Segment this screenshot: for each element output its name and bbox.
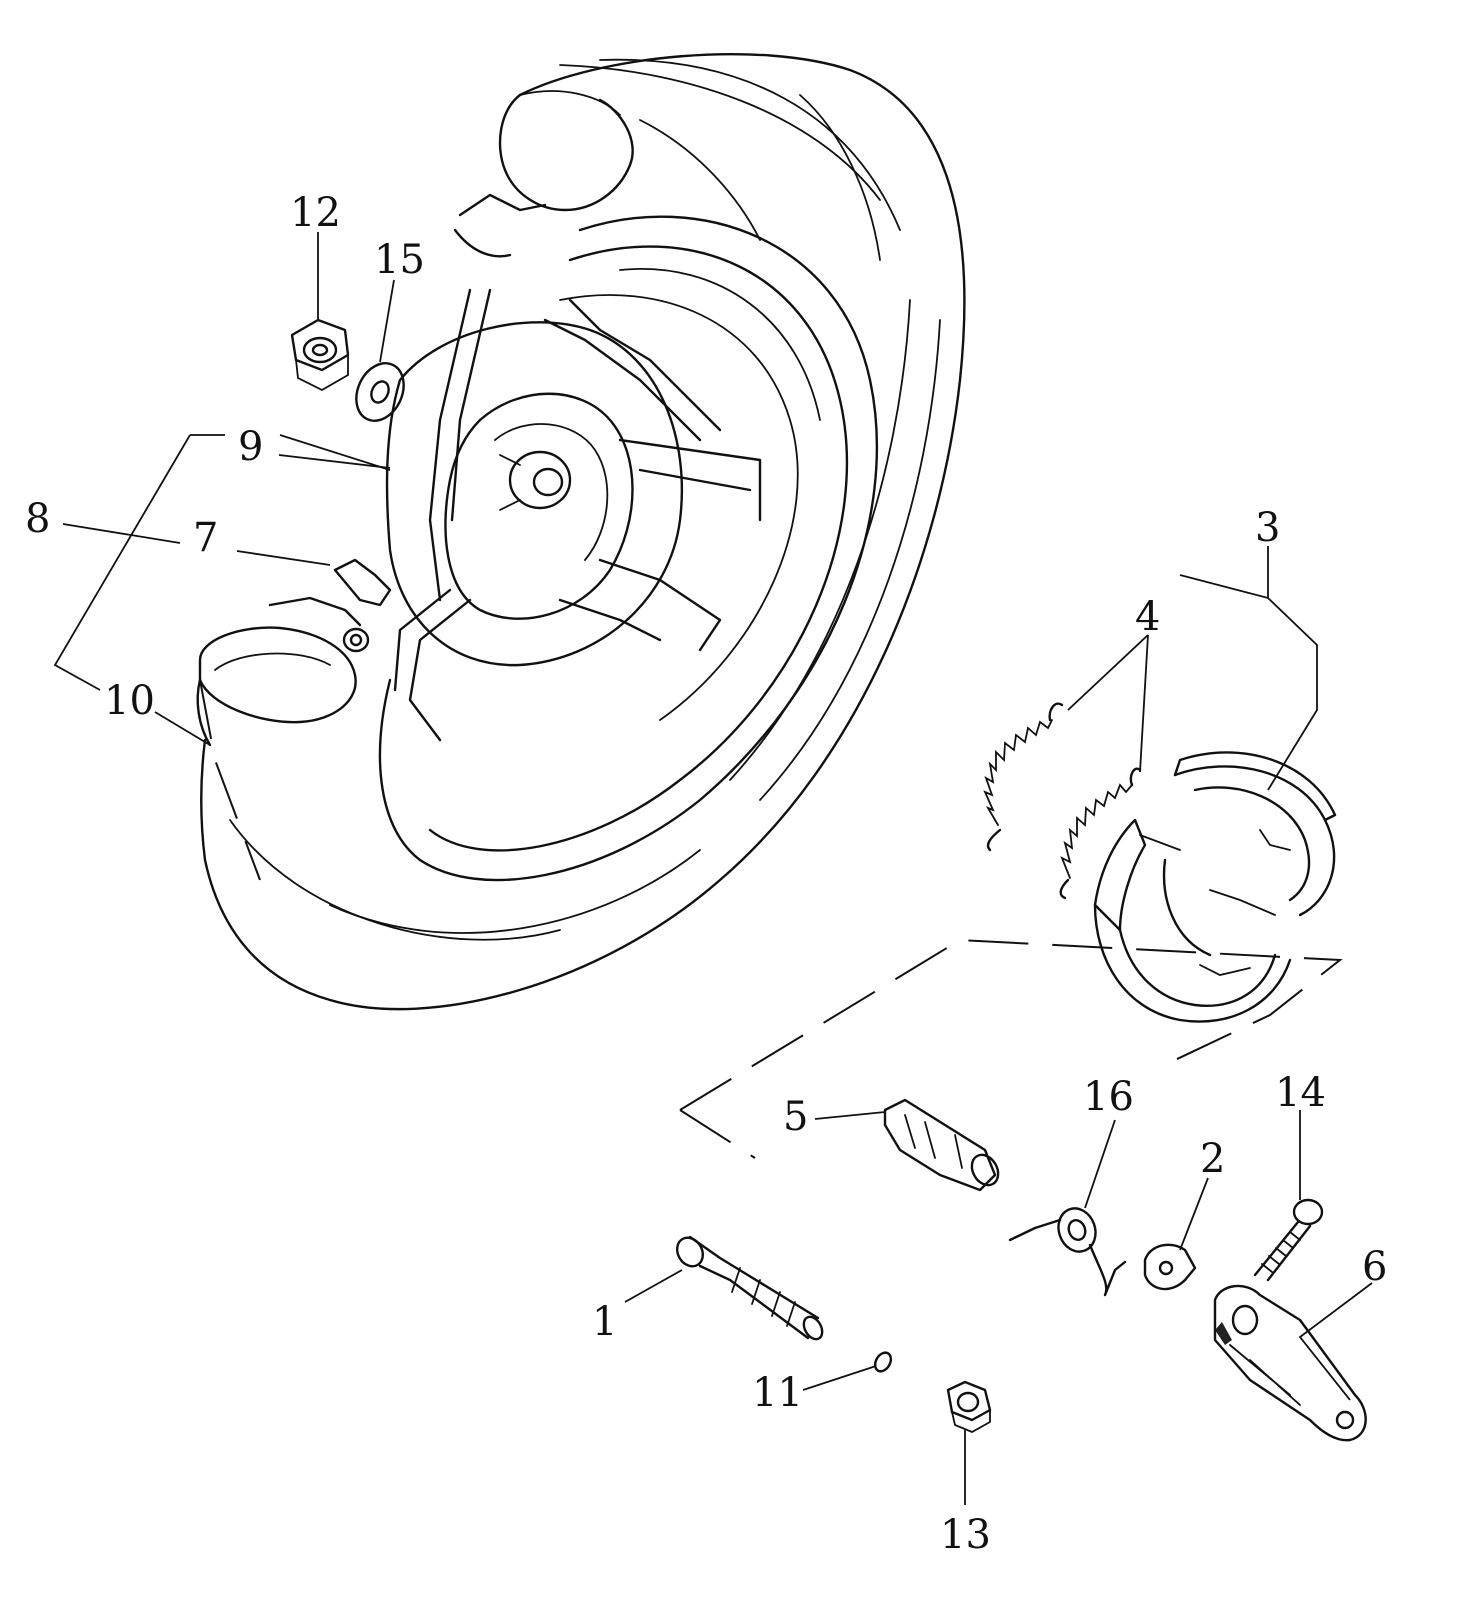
leader-lines xyxy=(53,232,1373,1505)
callout-5: 5 xyxy=(783,1094,808,1140)
springs-part xyxy=(983,702,1142,900)
callout-12: 12 xyxy=(290,190,341,236)
callout-2: 2 xyxy=(1200,1136,1225,1182)
brake-arm-part xyxy=(1213,1284,1367,1442)
return-spring-part xyxy=(1008,1207,1127,1297)
axle-nut-part xyxy=(946,1380,992,1433)
callout-15: 15 xyxy=(374,237,425,283)
callout-7: 7 xyxy=(193,515,218,561)
brake-cam-part xyxy=(883,1098,1000,1192)
wheel-tire-assembly xyxy=(196,52,966,1011)
callout-6: 6 xyxy=(1362,1244,1387,1290)
callout-3: 3 xyxy=(1255,505,1280,551)
o-ring-part xyxy=(873,1351,893,1373)
callout-9: 9 xyxy=(238,424,263,470)
callout-1: 1 xyxy=(592,1299,617,1345)
callout-11: 11 xyxy=(752,1370,803,1416)
axle-part xyxy=(675,1235,824,1341)
callout-16: 16 xyxy=(1083,1074,1134,1120)
indicator-plate-part xyxy=(1143,1243,1197,1291)
callout-8: 8 xyxy=(25,496,50,542)
callout-14: 14 xyxy=(1275,1070,1326,1116)
pinch-bolt-part xyxy=(1253,1198,1324,1282)
callout-10: 10 xyxy=(104,678,155,724)
callout-labels: 1 2 3 4 5 6 7 8 9 10 11 12 13 14 15 16 xyxy=(25,190,1387,1558)
brake-shoe-part xyxy=(1093,751,1337,1023)
washer-part xyxy=(355,362,405,422)
callout-4: 4 xyxy=(1135,594,1160,640)
callout-13: 13 xyxy=(940,1512,991,1558)
flange-nut-part xyxy=(290,318,350,392)
brake-panel-outline xyxy=(199,679,1343,1159)
